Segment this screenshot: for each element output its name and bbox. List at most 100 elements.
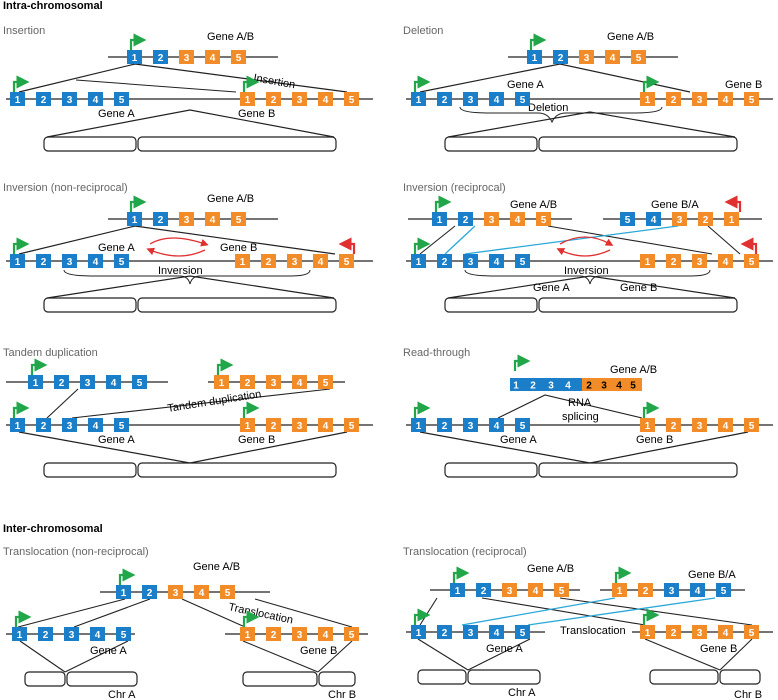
exon-gene-a — [10, 254, 25, 268]
exon-gene-a — [458, 212, 473, 226]
exon-gene-b — [240, 418, 255, 432]
exon-gene-b — [292, 375, 307, 389]
exon-number: 2 — [703, 215, 709, 226]
gene-a-label: Gene A — [98, 242, 135, 254]
exon-number: 5 — [323, 378, 329, 389]
promoter-arrow-icon — [242, 75, 260, 92]
exon-gene-b — [718, 92, 733, 106]
chromosome-bar — [43, 462, 137, 478]
gene-a-label: Gene A — [90, 645, 127, 657]
reverse-promoter-arrow-icon — [740, 237, 758, 254]
exon-gene-b — [744, 254, 759, 268]
exon-gene-a — [114, 418, 129, 432]
exon-gene-b — [240, 627, 255, 641]
reciprocal-fusion-gene-label: Gene B/A — [651, 199, 699, 211]
reverse-promoter-arrow-icon — [338, 237, 356, 254]
exon-gene-a — [114, 92, 129, 106]
event-label: Deletion — [528, 102, 568, 114]
fusion-gene-label: Gene A/B — [607, 31, 654, 43]
gene-a-label: Gene A — [98, 108, 135, 120]
exon-number: 5 — [749, 257, 755, 268]
exon-number: 2 — [530, 381, 536, 392]
cross-link — [527, 597, 716, 626]
exon-number: 5 — [749, 95, 755, 106]
exon-number: 2 — [643, 586, 649, 597]
exon-gene-a — [88, 418, 103, 432]
promoter-arrow-icon — [452, 566, 470, 583]
inversion-non-reciprocal-panel: Gene A/B Gene A Gene B Inversion — [6, 193, 373, 313]
reverse-promoter-arrow-icon — [724, 195, 742, 212]
exon-number: 2 — [558, 53, 564, 64]
exon-number: 2 — [671, 421, 677, 432]
promoter-arrow-icon — [129, 195, 147, 212]
chromosome-bar — [538, 136, 738, 152]
exon-gene-b — [692, 254, 707, 268]
chromosome-bar — [318, 671, 356, 687]
exon-gene-b — [638, 583, 653, 597]
exon-gene-b — [318, 92, 333, 106]
exon-gene-b — [205, 212, 220, 226]
exon-gene-b — [231, 50, 246, 64]
exon-gene-a — [489, 625, 504, 639]
exon-number: 5 — [119, 257, 125, 268]
chromosome-bar — [538, 462, 738, 478]
exon-gene-b — [692, 418, 707, 432]
exon-gene-a — [515, 254, 530, 268]
exon-number: 5 — [625, 215, 631, 226]
exon-number: 3 — [601, 381, 607, 392]
exon-number: 1 — [645, 628, 651, 639]
exon-number: 3 — [697, 95, 703, 106]
exon-number: 4 — [494, 628, 500, 639]
chromosome-bar — [242, 671, 318, 687]
fused-transcript-gene-a — [510, 378, 582, 391]
reciprocal-fusion-gene-label: Gene B/A — [688, 569, 736, 581]
exon-gene-a — [90, 627, 105, 641]
exon-number: 5 — [137, 378, 143, 389]
exon-gene-a — [515, 625, 530, 639]
chromosome-bar — [24, 671, 66, 687]
chromosome-bar — [467, 669, 541, 685]
gene-a-label: Gene A — [98, 434, 135, 446]
chromosome-bar — [137, 462, 337, 478]
event-label: Tandem duplication — [167, 388, 263, 415]
exon-number: 3 — [489, 215, 495, 226]
exon-number: 1 — [416, 95, 422, 106]
panel-title-inversion-reciprocal: Inversion (reciprocal) — [403, 182, 506, 194]
exon-gene-b — [344, 92, 359, 106]
exon-number: 1 — [132, 53, 138, 64]
exon-gene-b — [718, 254, 733, 268]
exon-gene-a — [432, 212, 447, 226]
exon-number: 4 — [565, 381, 571, 392]
gene-b-label: Gene B — [238, 434, 275, 446]
event-label: Translocation — [560, 625, 626, 637]
exon-number: 3 — [468, 257, 474, 268]
exon-number: 3 — [677, 215, 683, 226]
exon-gene-b — [179, 212, 194, 226]
fusion-gene-label: Gene A/B — [527, 563, 574, 575]
inversion-arrow — [556, 248, 611, 257]
gene-b-label: Gene B — [725, 79, 762, 91]
exon-gene-b — [692, 625, 707, 639]
event-label-line2: splicing — [562, 411, 599, 423]
exon-number: 5 — [119, 421, 125, 432]
exon-number: 4 — [616, 381, 622, 392]
chromosome-bar — [444, 297, 538, 313]
exon-number: 1 — [617, 586, 623, 597]
exon-number: 5 — [520, 421, 526, 432]
exon-gene-a — [62, 254, 77, 268]
exon-number: 4 — [651, 215, 657, 226]
exon-gene-b — [605, 50, 620, 64]
cross-link — [444, 225, 476, 255]
exon-number: 2 — [271, 630, 277, 641]
exon-gene-b — [318, 418, 333, 432]
exon-number: 4 — [318, 257, 324, 268]
exon-gene-b — [536, 212, 551, 226]
chromosome-bar — [66, 671, 138, 687]
exon-gene-b — [484, 212, 499, 226]
exon-gene-a — [411, 625, 426, 639]
exon-number: 3 — [184, 215, 190, 226]
exon-number: 1 — [219, 378, 225, 389]
exon-gene-b — [631, 50, 646, 64]
exon-gene-a — [153, 50, 168, 64]
exon-gene-a — [106, 375, 121, 389]
